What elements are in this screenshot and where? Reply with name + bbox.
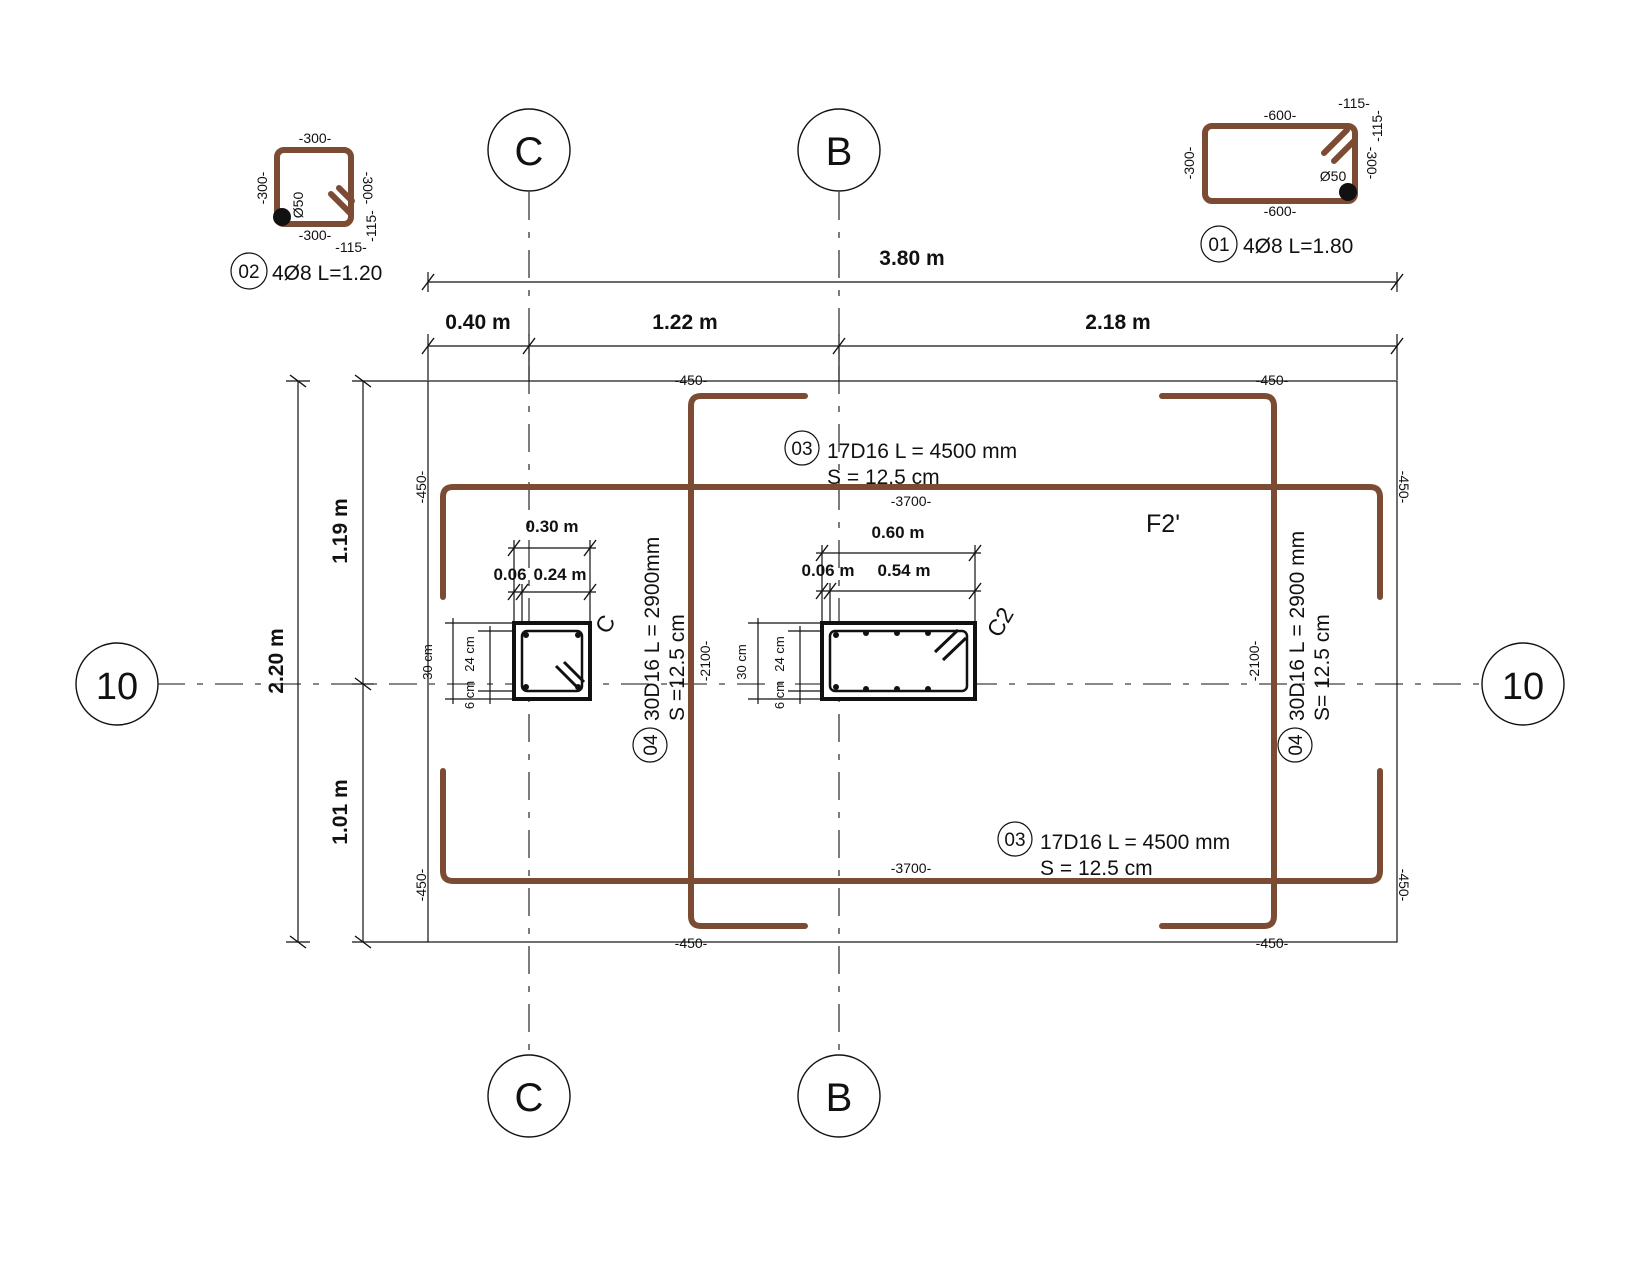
column-c2-dims: 0.60 m 0.06 m 0.54 m 30 cm 24 cm 6 cm [734,523,982,709]
grid-bubble-b-bottom: B [797,1054,881,1138]
svg-text:-600-: -600- [1264,107,1297,123]
svg-text:0.60 m: 0.60 m [872,523,925,542]
svg-text:30 cm: 30 cm [420,644,435,679]
svg-text:0.30 m: 0.30 m [526,517,579,536]
svg-text:Ø50: Ø50 [290,192,306,219]
svg-text:30D16 L = 2900 mm: 30D16 L = 2900 mm [1286,531,1309,721]
rebar-04-u-bar-right [1159,393,1277,929]
column-c: C [512,610,621,701]
svg-text:-600-: -600- [1264,203,1297,219]
svg-text:-115-: -115- [1369,110,1385,142]
svg-text:03: 03 [791,439,812,460]
svg-text:6 cm: 6 cm [462,681,477,709]
dim-segments: 0.40 m 1.22 m 2.18 m [421,311,1404,380]
svg-text:0.24 m: 0.24 m [534,565,587,584]
svg-text:1.19 m: 1.19 m [329,498,352,563]
svg-text:S= 12.5 cm: S= 12.5 cm [1311,614,1334,721]
svg-text:C: C [515,1076,544,1120]
svg-text:17D16 L = 4500 mm: 17D16 L = 4500 mm [1040,831,1230,854]
svg-text:0.40 m: 0.40 m [445,311,510,334]
svg-text:03: 03 [1004,830,1025,851]
dim-split-height: 1.19 m 1.01 m [329,374,428,949]
svg-text:-115-: -115- [335,239,367,255]
svg-text:1.01 m: 1.01 m [329,779,352,844]
svg-text:S = 12.5 cm: S = 12.5 cm [827,466,940,489]
rebar-03-top-bar [440,484,1383,600]
footing-label: F2' [1146,510,1180,538]
svg-text:24 cm: 24 cm [462,636,477,671]
svg-text:10: 10 [1502,666,1544,708]
svg-text:04: 04 [641,734,662,756]
svg-text:C2: C2 [981,603,1018,641]
svg-text:-300-: -300- [254,171,270,204]
rebar-03-bottom-bar [440,768,1383,884]
grid-bubble-10-left: 10 [75,642,159,726]
stirrup-02-label: 02 4Ø8 L=1.20 [230,252,382,290]
stirrup-01-detail: -600- -600- -300- -300- -115- -115- Ø50 [1181,95,1385,219]
stirrup-01-label: 01 4Ø8 L=1.80 [1200,225,1353,263]
svg-text:4Ø8 L=1.20: 4Ø8 L=1.20 [272,262,382,285]
svg-text:30 cm: 30 cm [734,644,749,679]
svg-text:04: 04 [1286,734,1307,756]
svg-text:C: C [515,130,544,174]
dim-total-width: 3.80 m [421,247,1404,292]
svg-text:3.80 m: 3.80 m [879,247,944,270]
svg-text:-115-: -115- [1338,95,1370,111]
svg-text:-2100-: -2100- [1246,640,1262,681]
column-c-dims: 0.30 m 0.06 0.24 m 30 cm 24 cm 6 cm [420,517,597,709]
grid-bubble-c-top: C [487,108,571,192]
svg-text:-300-: -300- [1181,146,1197,179]
svg-text:1.22 m: 1.22 m [652,311,717,334]
svg-text:-300-: -300- [1364,147,1380,180]
svg-text:-450-: -450- [413,868,429,901]
dim-total-height: 2.20 m [265,374,310,949]
svg-text:-3700-: -3700- [891,493,932,509]
svg-text:-3700-: -3700- [891,860,932,876]
bar-dimension-labels: -450- -450- -450- -450- -3700- -3700- -4… [413,372,1412,951]
svg-text:17D16 L = 4500 mm: 17D16 L = 4500 mm [827,440,1017,463]
svg-text:S = 12.5 cm: S = 12.5 cm [1040,857,1153,880]
rebar-04-right-label: 04 30D16 L = 2900 mm S= 12.5 cm [1277,531,1334,763]
svg-text:4Ø8 L=1.80: 4Ø8 L=1.80 [1243,235,1353,258]
svg-text:-450-: -450- [1256,372,1289,388]
grid-bubble-c-bottom: C [487,1054,571,1138]
svg-text:-450-: -450- [413,470,429,503]
svg-text:C: C [590,610,621,637]
svg-text:01: 01 [1208,235,1229,256]
svg-text:-450-: -450- [675,935,708,951]
svg-text:02: 02 [238,262,259,283]
rebar-03-bottom-label: 03 17D16 L = 4500 mm S = 12.5 cm [997,821,1230,880]
svg-text:24 cm: 24 cm [772,636,787,671]
grid-bubble-b-top: B [797,108,881,192]
svg-text:-300-: -300- [299,130,332,146]
grid-bubble-10-right: 10 [1481,642,1565,726]
svg-text:-115-: -115- [363,210,379,242]
svg-text:2.20 m: 2.20 m [265,628,288,693]
svg-text:-450-: -450- [675,372,708,388]
rebar-03-top-label: 03 17D16 L = 4500 mm S = 12.5 cm [784,430,1017,489]
column-c2: C2 [820,603,1019,701]
svg-text:B: B [826,1076,853,1120]
svg-text:-450-: -450- [1396,471,1412,504]
stirrup-02-detail: -300- -300- -300- -300- -115- -115- Ø50 [254,130,379,255]
svg-text:-300-: -300- [299,227,332,243]
rebar-04-u-bar [688,393,808,929]
svg-text:Ø50: Ø50 [1320,168,1347,184]
svg-text:30D16 L = 2900mm: 30D16 L = 2900mm [641,537,664,721]
svg-text:-450-: -450- [1396,869,1412,902]
svg-text:B: B [826,130,853,174]
svg-text:-450-: -450- [1256,935,1289,951]
svg-text:10: 10 [96,666,138,708]
svg-text:0.54 m: 0.54 m [878,561,931,580]
svg-text:-300-: -300- [360,172,376,205]
svg-text:6 cm: 6 cm [772,681,787,709]
svg-text:2.18 m: 2.18 m [1085,311,1150,334]
svg-text:-2100-: -2100- [697,640,713,681]
footing-outline [427,380,1398,943]
svg-text:0.06: 0.06 [493,565,526,584]
svg-text:0.06 m: 0.06 m [802,561,855,580]
rebar-04-left-label: 04 30D16 L = 2900mm S =12.5 cm [632,537,689,763]
svg-text:S =12.5 cm: S =12.5 cm [666,614,689,721]
